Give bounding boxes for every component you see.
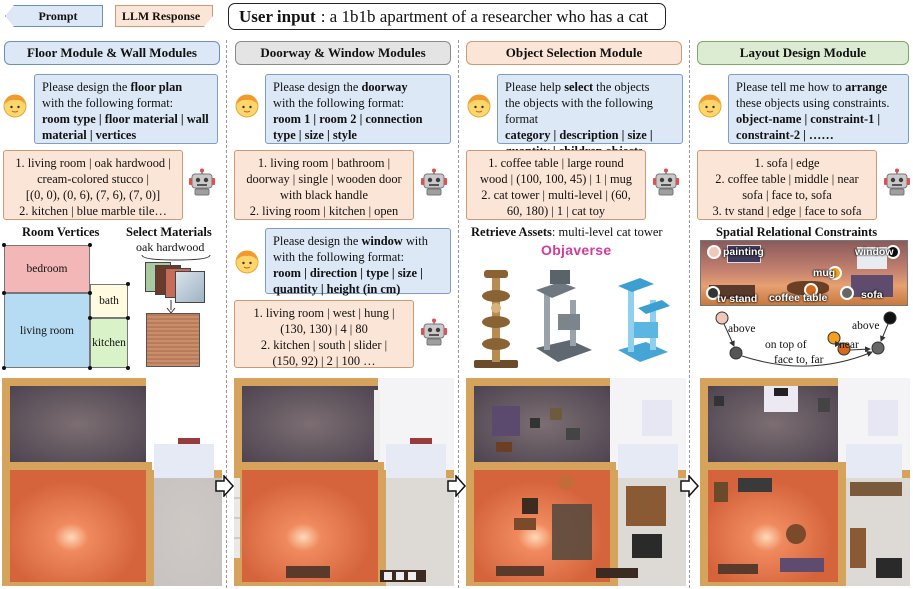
column-header-doorway-window: Doorway & Window Modules <box>235 41 451 65</box>
user-avatar-icon <box>235 250 259 274</box>
column-separator <box>226 40 227 588</box>
vertex-dot <box>88 316 92 320</box>
render-layout <box>700 378 910 586</box>
vertex-dot <box>2 366 6 370</box>
painting-object <box>727 245 761 263</box>
tv-stand-object <box>709 285 755 299</box>
layout-response: 1. sofa | edge 2. coffee table | middle … <box>697 150 877 220</box>
graph-label-above-2: above <box>852 320 880 332</box>
vertex-dot <box>126 316 130 320</box>
material-swatch <box>175 271 205 303</box>
retrieve-assets-caption: Retrieve Assets: multi-level cat tower <box>471 225 663 239</box>
scene-label-window: window <box>855 246 894 258</box>
render-floor-walls <box>2 378 222 586</box>
column-separator <box>689 40 690 588</box>
user-input-text: : a 1b1b apartment of a researcher who h… <box>320 6 649 26</box>
room-bath: bath <box>90 284 128 318</box>
sofa-object <box>851 275 893 297</box>
room-bedroom: bedroom <box>4 245 90 293</box>
column-separator <box>458 40 459 588</box>
graph-label-near: near <box>839 339 859 351</box>
constraint-graph <box>715 311 897 367</box>
graph-label-face-to-far: face to, far <box>774 354 824 366</box>
user-avatar-icon <box>467 94 491 118</box>
cat-tower-asset-3 <box>618 278 670 362</box>
floor-plan-prompt: Please design the floor plan with the fo… <box>34 74 218 144</box>
object-selection-prompt: Please help select the objects the objec… <box>497 74 683 158</box>
column-header-floor-wall: Floor Module & Wall Modules <box>4 41 220 65</box>
user-input-label: User input <box>239 6 316 26</box>
render-objects <box>466 378 686 586</box>
scene-label-sofa: sofa <box>861 289 883 301</box>
render-doors-windows <box>234 378 454 586</box>
room-living: living room <box>4 293 90 368</box>
doorway-response: 1. living room | bathroom | doorway | si… <box>234 150 414 220</box>
scene-label-painting: painting <box>723 246 764 258</box>
scene-label-tv-stand: tv stand <box>717 293 758 305</box>
material-label-bracket <box>141 254 211 261</box>
legend-prompt: Prompt <box>5 5 103 27</box>
graph-label-above-1: above <box>728 323 756 335</box>
scene-markers <box>706 245 900 300</box>
window-response: 1. living room | west | hung | (130, 130… <box>234 300 414 368</box>
window-object <box>857 247 887 269</box>
object-selection-response: 1. coffee table | large round wood | (10… <box>466 150 646 220</box>
arrow-right-icon <box>215 475 234 497</box>
cat-tower-asset-2 <box>536 270 592 362</box>
llm-robot-icon <box>652 168 680 196</box>
spatial-constraints-title: Spatial Relational Constraints <box>716 225 878 239</box>
scene-render: painting window mug tv stand coffee tabl… <box>700 240 908 306</box>
user-avatar-icon <box>235 94 259 118</box>
user-input-box: User input: a 1b1b apartment of a resear… <box>228 3 666 30</box>
room-kitchen: kitchen <box>90 318 128 368</box>
arrow-right-icon <box>447 475 466 497</box>
vertex-dot <box>126 282 130 286</box>
vertex-dot <box>88 243 92 247</box>
llm-robot-icon <box>883 168 911 196</box>
select-materials-title: Select Materials <box>126 225 212 239</box>
objaverse-logo: Objaverse <box>541 242 612 258</box>
user-avatar-icon <box>698 94 722 118</box>
vertex-dot <box>2 243 6 247</box>
floor-plan-response: 1. living room | oak hardwood | cream-co… <box>3 150 183 220</box>
legend-llm-response: LLM Response <box>115 5 213 27</box>
vertex-dot <box>88 366 92 370</box>
llm-robot-icon <box>420 318 448 346</box>
llm-robot-icon <box>420 168 448 196</box>
scene-label-mug: mug <box>813 267 836 279</box>
column-header-layout-design: Layout Design Module <box>697 41 909 65</box>
vertex-dot <box>126 366 130 370</box>
graph-label-on-top-of: on top of <box>765 339 807 351</box>
cat-tower-asset-1 <box>474 270 518 368</box>
scene-label-coffee-table: coffee table <box>769 292 828 304</box>
user-avatar-icon <box>3 94 27 118</box>
room-vertices-title: Room Vertices <box>22 225 100 239</box>
vertex-dot <box>88 291 92 295</box>
material-oak-label: oak hardwood <box>136 240 205 254</box>
llm-robot-icon <box>188 168 216 196</box>
doorway-prompt: Please design the doorway with the follo… <box>265 74 451 144</box>
material-arrow <box>166 300 176 314</box>
material-oak-hardwood-swatch <box>146 313 200 367</box>
layout-prompt: Please tell me how to arrange these obje… <box>728 74 909 144</box>
vertex-dot <box>2 291 6 295</box>
window-prompt: Please design the window with with the f… <box>265 228 451 296</box>
arrow-right-icon <box>680 475 699 497</box>
column-header-object-selection: Object Selection Module <box>466 41 682 65</box>
